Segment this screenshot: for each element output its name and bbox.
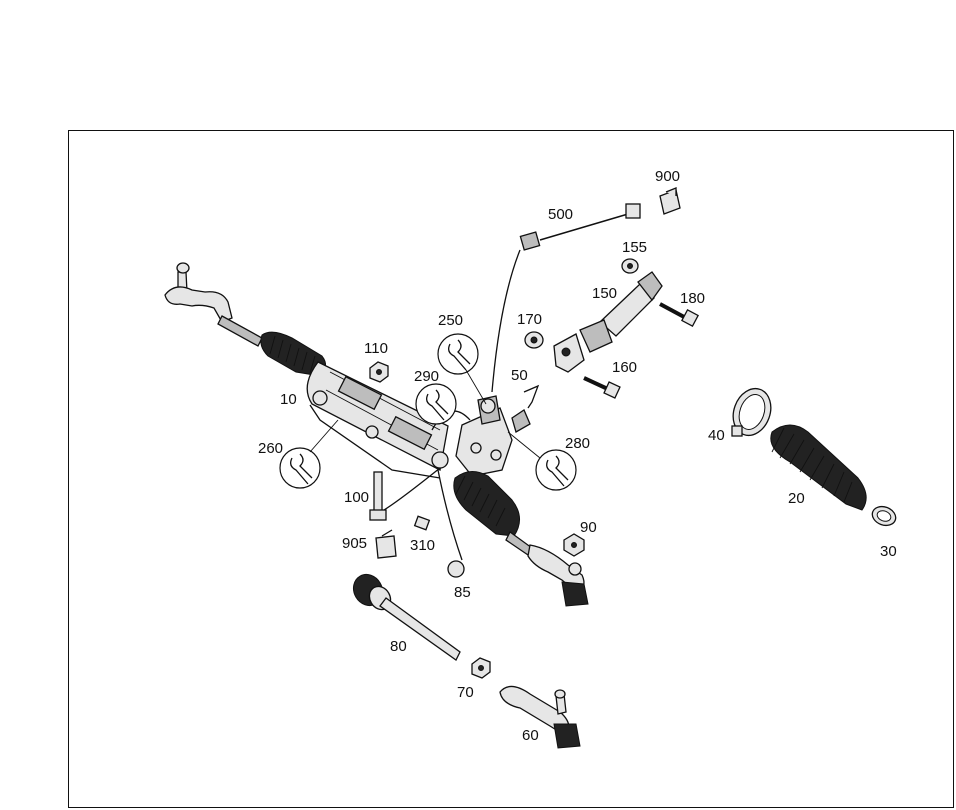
pointer-line-500 [491, 249, 521, 393]
part-170-washer [524, 331, 544, 349]
wrench-icon [448, 339, 471, 371]
label-180: 180 [680, 290, 705, 307]
steering-rack-assembly [164, 249, 589, 607]
part-110-nut [369, 361, 389, 383]
label-500: 500 [548, 206, 573, 223]
part-20-bellows [770, 424, 867, 511]
part-180-bolt [659, 302, 699, 327]
label-70: 70 [457, 684, 474, 701]
right-bellows [453, 471, 520, 537]
label-155: 155 [622, 239, 647, 256]
label-90: 90 [580, 519, 597, 536]
label-50: 50 [511, 367, 528, 384]
part-905-tag [375, 529, 397, 559]
hydraulic-line-85 [437, 469, 463, 561]
diagram-frame [68, 130, 954, 808]
label-170: 170 [517, 311, 542, 328]
part-60-tie-rod-end [499, 685, 581, 749]
part-number-labels: 900 500 155 150 180 170 250 110 290 50 1… [258, 168, 897, 744]
hydraulic-line-260 [383, 467, 441, 511]
bracket-line [309, 404, 441, 479]
left-bellows [260, 331, 326, 377]
label-110: 110 [364, 340, 388, 357]
part-85-nut [447, 560, 465, 578]
label-80: 80 [390, 638, 407, 655]
right-tie-rod-end [505, 531, 589, 607]
part-310-screw [413, 515, 431, 531]
wrench-icon [290, 453, 313, 485]
label-10: 10 [280, 391, 297, 408]
part-50-clip [523, 384, 540, 409]
label-150: 150 [592, 285, 617, 302]
wrench-callout-260 [279, 419, 339, 489]
part-155-washer [621, 258, 639, 274]
part-70-nut [471, 657, 491, 679]
part-40-clamp [731, 387, 772, 437]
label-280: 280 [565, 435, 590, 452]
label-30: 30 [880, 543, 897, 560]
part-100-bolt [369, 471, 387, 521]
wrench-callout-290 [415, 383, 457, 425]
part-30-clamp [871, 505, 897, 527]
part-160-bolt [583, 376, 621, 399]
part-500-rod [519, 203, 641, 251]
label-905: 905 [342, 535, 367, 552]
label-160: 160 [612, 359, 637, 376]
label-60: 60 [522, 727, 539, 744]
wrench-icon [546, 455, 569, 487]
label-900: 900 [655, 168, 680, 185]
part-900-label-tag [659, 187, 681, 215]
part-150-steering-shaft [553, 271, 663, 373]
pinion-valve-housing [455, 395, 531, 477]
label-310: 310 [410, 537, 435, 554]
label-85: 85 [454, 584, 471, 601]
label-100: 100 [344, 489, 369, 506]
part-80-inner-tie-rod [352, 573, 461, 661]
part-90-nut [563, 533, 585, 557]
wrench-icon [426, 389, 449, 421]
label-40: 40 [708, 427, 725, 444]
left-tie-rod-end [164, 262, 263, 347]
label-20: 20 [788, 490, 805, 507]
label-260: 260 [258, 440, 283, 457]
label-250: 250 [438, 312, 463, 329]
wrench-callout-250 [437, 333, 487, 405]
wrench-callout-280 [507, 431, 577, 491]
label-290: 290 [414, 368, 439, 385]
